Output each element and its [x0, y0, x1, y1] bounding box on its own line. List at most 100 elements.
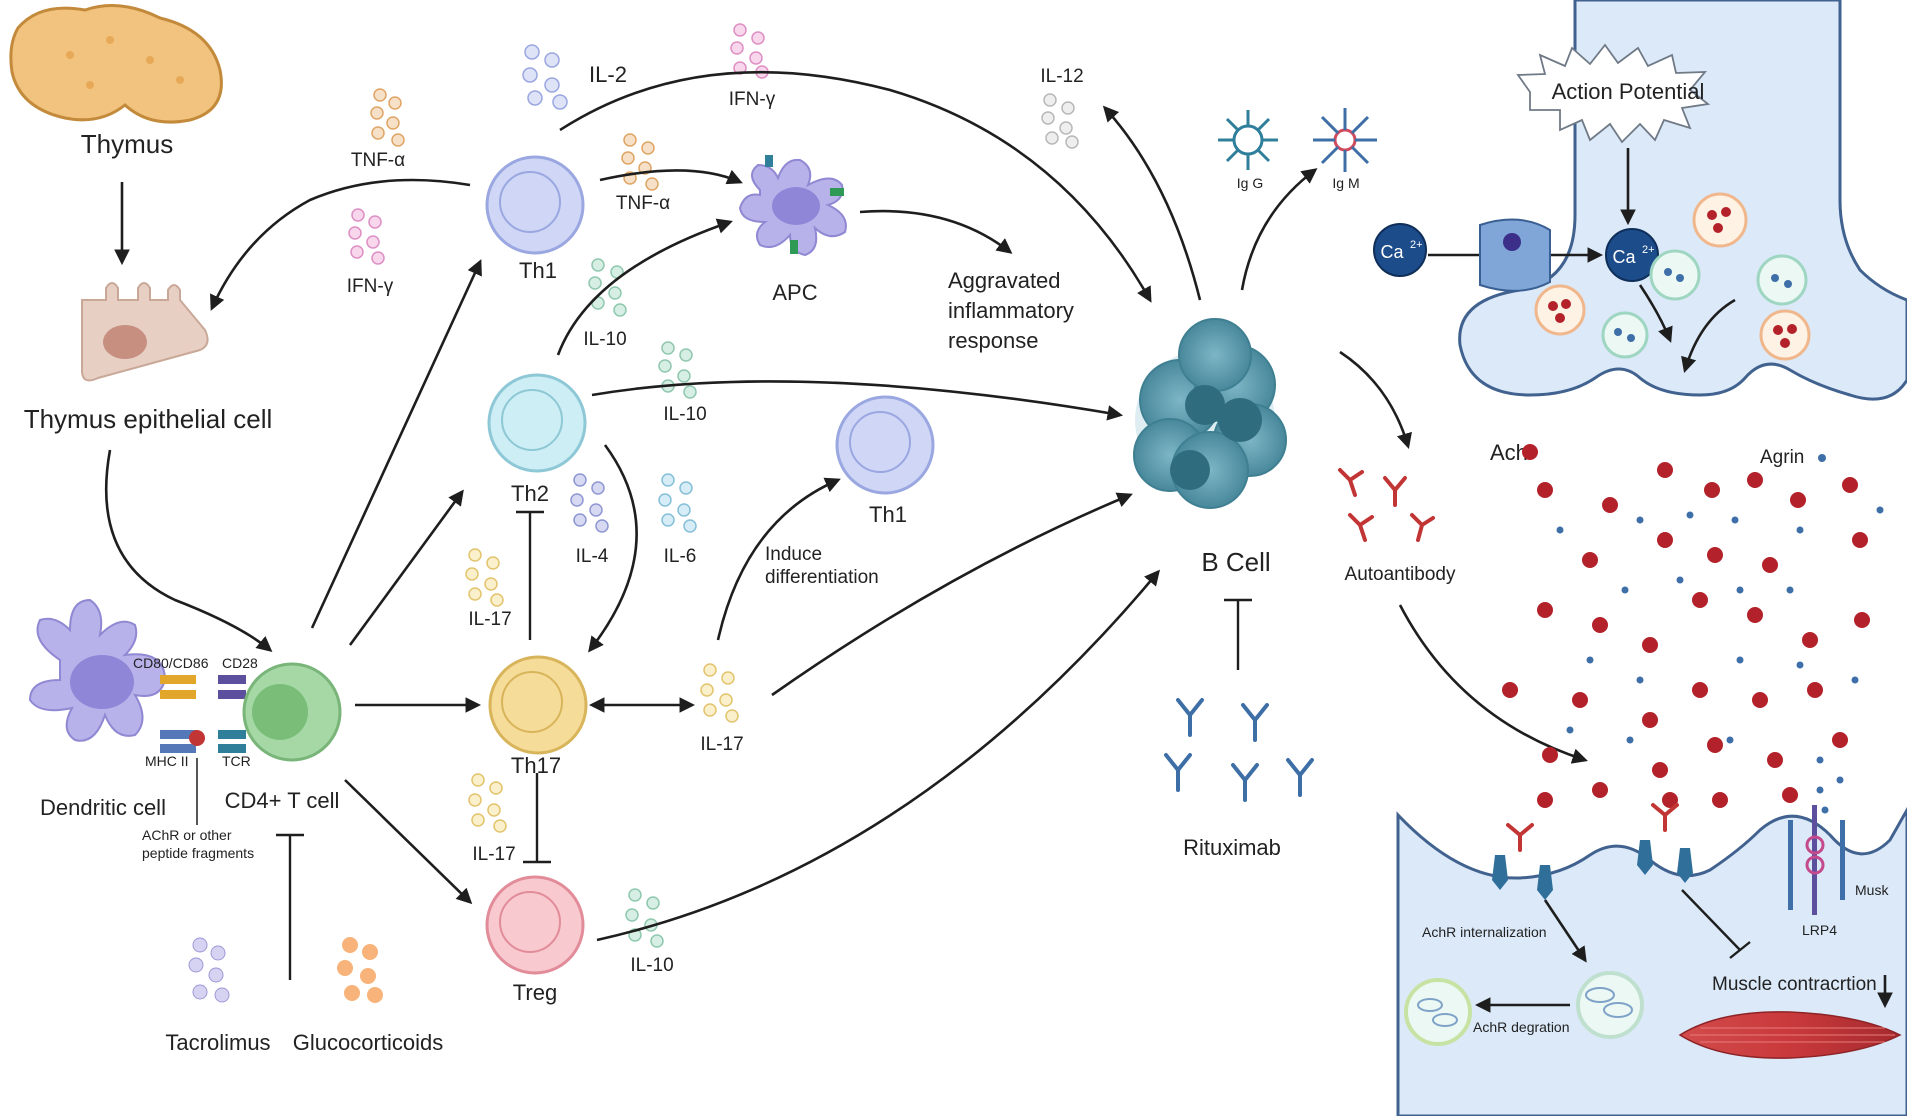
ach-molecule	[1592, 782, 1608, 798]
thymus-icon	[9, 4, 223, 124]
postsynaptic-membrane	[1396, 806, 1907, 1116]
arrow-th1-to-apc	[599, 169, 743, 185]
il17-c-label: IL-17	[472, 844, 515, 865]
arrow-autoantibody-to-nmj	[1398, 604, 1588, 764]
ach-molecule	[1592, 617, 1608, 633]
agrin-molecule	[1796, 661, 1804, 669]
tnf-a-mid-label: TNF-α	[616, 193, 670, 214]
bound-autoantibody-icon	[1506, 803, 1679, 852]
ach-molecule	[1537, 792, 1553, 808]
rituximab-inhibition-of-bcell	[1224, 598, 1252, 670]
agrin-molecule	[1636, 676, 1644, 684]
ifn-g-left-icon	[348, 208, 385, 265]
il12-label: IL-12	[1040, 66, 1083, 87]
agrin-molecule	[1736, 656, 1744, 664]
aggravated-label-line3: response	[948, 328, 1039, 353]
th1-label: Th1	[519, 258, 557, 283]
ach-molecule	[1662, 792, 1678, 808]
il10-a-icon	[588, 258, 627, 317]
th2-cell-icon	[487, 373, 587, 473]
il10-b-icon	[658, 341, 697, 399]
musk-lrp4-icon	[1788, 805, 1845, 915]
ach-label: Ach	[1490, 440, 1528, 465]
muscle-fiber-icon	[1678, 1011, 1902, 1059]
agrin-molecule	[1676, 576, 1684, 584]
achr-fragments-label-line1: AChR or other	[142, 827, 232, 843]
ca-ion-outside-icon: Ca 2+	[1373, 223, 1427, 277]
ca-outside-label: Ca	[1380, 242, 1404, 262]
vesicles-icon	[1534, 192, 1811, 361]
arrow-cd4-to-treg	[344, 779, 473, 905]
ach-molecule	[1657, 532, 1673, 548]
il17-c-icon	[468, 773, 507, 833]
agrin-molecule	[1796, 526, 1804, 534]
arrow-epithelial-to-cd4	[104, 449, 273, 652]
thymus-epithelial-cell-label: Thymus epithelial cell	[24, 404, 273, 434]
cd80-cd86-label: CD80/CD86	[133, 655, 209, 671]
ach-molecule	[1854, 612, 1870, 628]
drug-inhibition-of-cd4	[276, 833, 304, 980]
ach-molecule	[1572, 692, 1588, 708]
lrp4-label: LRP4	[1802, 922, 1837, 938]
rituximab-label: Rituximab	[1183, 835, 1281, 860]
tnf-a-left-label: TNF-α	[351, 150, 405, 171]
cd4-t-cell-label: CD4+ T cell	[225, 788, 340, 813]
ach-molecule	[1502, 682, 1518, 698]
thymus-epithelial-cell-icon	[81, 282, 209, 382]
musk-label: Musk	[1855, 882, 1889, 898]
agrin-molecule	[1626, 736, 1634, 744]
apc-icon	[738, 155, 847, 257]
agrin-molecule	[1851, 676, 1859, 684]
tnf-a-left-icon	[370, 88, 405, 147]
ach-molecule	[1537, 482, 1553, 498]
ach-molecule	[1692, 592, 1708, 608]
glucocorticoids-label: Glucocorticoids	[293, 1030, 443, 1055]
agrin-molecule	[1566, 726, 1574, 734]
autoantibody-icon	[1338, 468, 1435, 542]
cd28-label: CD28	[222, 655, 258, 671]
ca-channel-icon	[1479, 218, 1551, 292]
il4-icon	[570, 473, 609, 533]
aggravated-label-line2: inflammatory	[948, 298, 1074, 323]
agrin-molecule	[1726, 736, 1734, 744]
igg-label: Ig G	[1237, 175, 1263, 191]
th1-induced-label: Th1	[869, 502, 907, 527]
agrin-molecule	[1731, 516, 1739, 524]
inhibit-th17-to-th2	[516, 510, 544, 640]
agrin-molecule	[1556, 526, 1564, 534]
ach-molecule	[1582, 552, 1598, 568]
tacrolimus-label: Tacrolimus	[165, 1030, 270, 1055]
arrow-th2-to-apc	[556, 218, 733, 356]
agrin-molecule	[1876, 506, 1884, 514]
il10-a-label: IL-10	[583, 329, 626, 350]
ach-legend-dot	[1522, 444, 1538, 460]
ach-molecule	[1642, 712, 1658, 728]
rituximab-icon	[1164, 698, 1314, 802]
il12-icon	[1041, 93, 1079, 149]
arrow-ca-to-vesicles	[1638, 284, 1673, 343]
induce-label-line2: differentiation	[765, 567, 879, 588]
ca-ion-inside-icon: Ca 2+	[1605, 228, 1659, 282]
receptor-complex-icon	[160, 675, 246, 753]
arrow-th2-to-th17	[588, 444, 638, 653]
ach-molecule	[1657, 462, 1673, 478]
arrow-internalization	[1543, 899, 1587, 963]
achr-receptors-icon	[1492, 840, 1693, 900]
th2-label: Th2	[511, 481, 549, 506]
ach-molecule	[1832, 732, 1848, 748]
ach-molecule	[1712, 792, 1728, 808]
apc-label: APC	[772, 280, 817, 305]
treg-label: Treg	[513, 980, 557, 1005]
th1-cell-icon	[485, 155, 585, 255]
ach-molecule	[1704, 482, 1720, 498]
action-potential-burst-icon	[1516, 43, 1711, 144]
tnf-a-mid-icon	[621, 133, 659, 191]
ach-molecule	[1752, 692, 1768, 708]
autoantibody-label: Autoantibody	[1345, 564, 1456, 585]
induce-label-line1: Induce	[765, 544, 822, 565]
arrow-cd4-to-th2	[348, 489, 464, 646]
igm-icon	[1313, 108, 1377, 172]
ach-molecule	[1802, 632, 1818, 648]
ach-molecule	[1747, 607, 1763, 623]
ach-molecule	[1852, 532, 1868, 548]
